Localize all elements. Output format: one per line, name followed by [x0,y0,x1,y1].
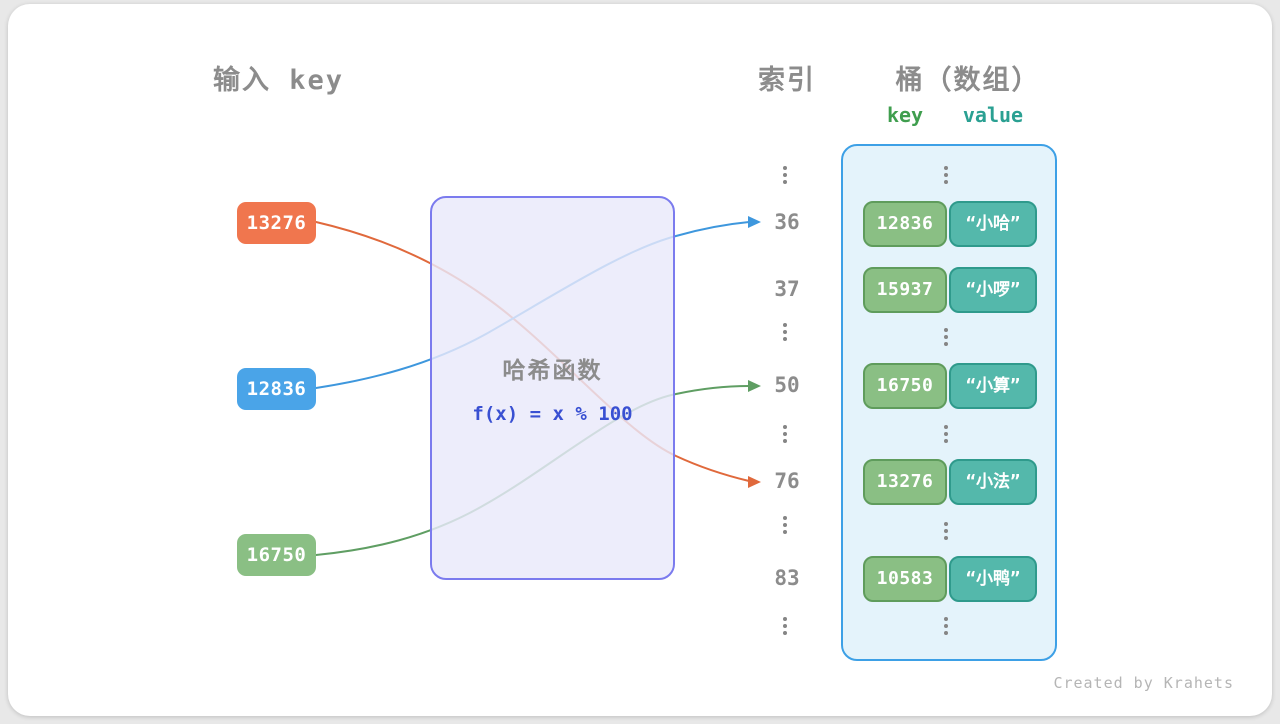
index-value: 37 [774,277,800,301]
input-key-box: 12836 [237,368,316,410]
bucket-ellipsis [944,166,948,184]
arrowhead-76 [748,476,761,488]
bucket-entry-value: “小算” [949,363,1037,409]
index-ellipsis [783,516,787,534]
hash-function-formula: f(x) = x % 100 [472,403,633,425]
input-key-title: 输入 key [213,65,345,96]
bucket-entry-value: “小哈” [949,201,1037,247]
bucket-ellipsis [944,617,948,635]
bucket-entry-value: “小法” [949,459,1037,505]
credit-text: Created by Krahets [1053,674,1234,692]
index-ellipsis [783,425,787,443]
bucket-ellipsis [944,328,948,346]
bucket-ellipsis [944,425,948,443]
input-key-box: 16750 [237,534,316,576]
index-ellipsis [783,166,787,184]
index-value: 76 [774,469,800,493]
bucket-key-header: key [886,103,924,127]
bucket-ellipsis [944,522,948,540]
hash-function-title: 哈希函数 [502,358,603,384]
bucket-title: 桶（数组） [895,65,1041,96]
index-ellipsis [783,323,787,341]
index-value: 83 [774,566,800,590]
index-value: 50 [774,373,800,397]
input-key-box: 13276 [237,202,316,244]
index-ellipsis [783,617,787,635]
bucket-entry-value: “小鸭” [949,556,1037,602]
bucket-entry-key: 16750 [863,363,947,409]
arrowhead-50 [748,380,761,392]
bucket-value-header: value [962,103,1024,127]
diagram-card: 输入 key 索引 桶（数组） key value 13276 12836 16… [8,4,1272,716]
index-value: 36 [774,210,800,234]
index-title: 索引 [758,65,816,96]
bucket-entry-key: 15937 [863,267,947,313]
bucket-entry-value: “小啰” [949,267,1037,313]
hash-function-box: 哈希函数 f(x) = x % 100 [430,196,675,580]
bucket-entry-key: 13276 [863,459,947,505]
bucket-entry-key: 12836 [863,201,947,247]
bucket-entry-key: 10583 [863,556,947,602]
arrowhead-36 [748,216,761,228]
